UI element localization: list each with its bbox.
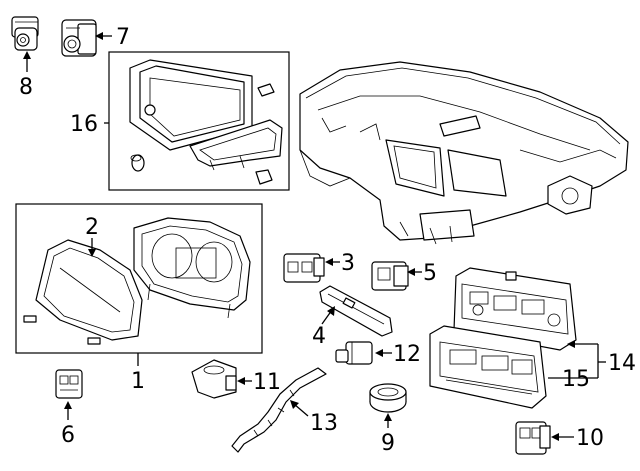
part-4-trim xyxy=(319,285,393,337)
part-8-switch xyxy=(11,16,39,51)
callout-13: 13 xyxy=(310,411,338,436)
dashboard-assembly xyxy=(299,61,629,245)
callout-9: 9 xyxy=(381,431,395,456)
part-12-sensor xyxy=(335,341,373,365)
part-3-switch xyxy=(283,253,325,283)
leader-2 xyxy=(88,238,96,257)
leader-5 xyxy=(407,268,422,276)
leader-9 xyxy=(384,413,392,428)
callout-2: 2 xyxy=(85,215,99,240)
part-13-harness xyxy=(231,367,327,453)
callout-16: 16 xyxy=(70,112,98,137)
callout-8: 8 xyxy=(19,75,33,100)
callout-14: 14 xyxy=(608,351,636,376)
leader-4 xyxy=(321,306,335,325)
part-10-switch xyxy=(515,421,551,455)
leader-6 xyxy=(64,401,72,420)
part-5-switch xyxy=(371,261,409,291)
callout-10: 10 xyxy=(576,426,604,451)
leader-14-15 xyxy=(548,340,606,379)
part-2-lens xyxy=(23,239,143,345)
callout-4: 4 xyxy=(312,324,326,349)
callout-11: 11 xyxy=(253,370,281,395)
callout-7: 7 xyxy=(116,25,130,50)
callout-3: 3 xyxy=(341,251,355,276)
callout-1: 1 xyxy=(131,369,145,394)
part-16-box xyxy=(108,51,290,191)
part-1-cluster xyxy=(133,217,251,319)
leader-10 xyxy=(551,433,574,441)
callout-15: 15 xyxy=(562,367,590,392)
part-16-display xyxy=(129,59,283,185)
leader-7 xyxy=(95,32,112,40)
callout-12: 12 xyxy=(393,342,421,367)
leader-13 xyxy=(290,400,309,417)
callout-5: 5 xyxy=(423,261,437,286)
part-7-switch xyxy=(61,19,97,57)
part-6-switch xyxy=(55,369,83,399)
leader-8 xyxy=(23,51,31,72)
leader-3 xyxy=(325,258,340,266)
part-11-sensor xyxy=(191,359,237,399)
leader-11 xyxy=(237,377,252,385)
callout-6: 6 xyxy=(61,423,75,448)
part-15-panel xyxy=(429,325,547,409)
part-1-box xyxy=(15,203,263,354)
part-9-knob xyxy=(369,383,407,413)
leader-12 xyxy=(375,349,392,357)
